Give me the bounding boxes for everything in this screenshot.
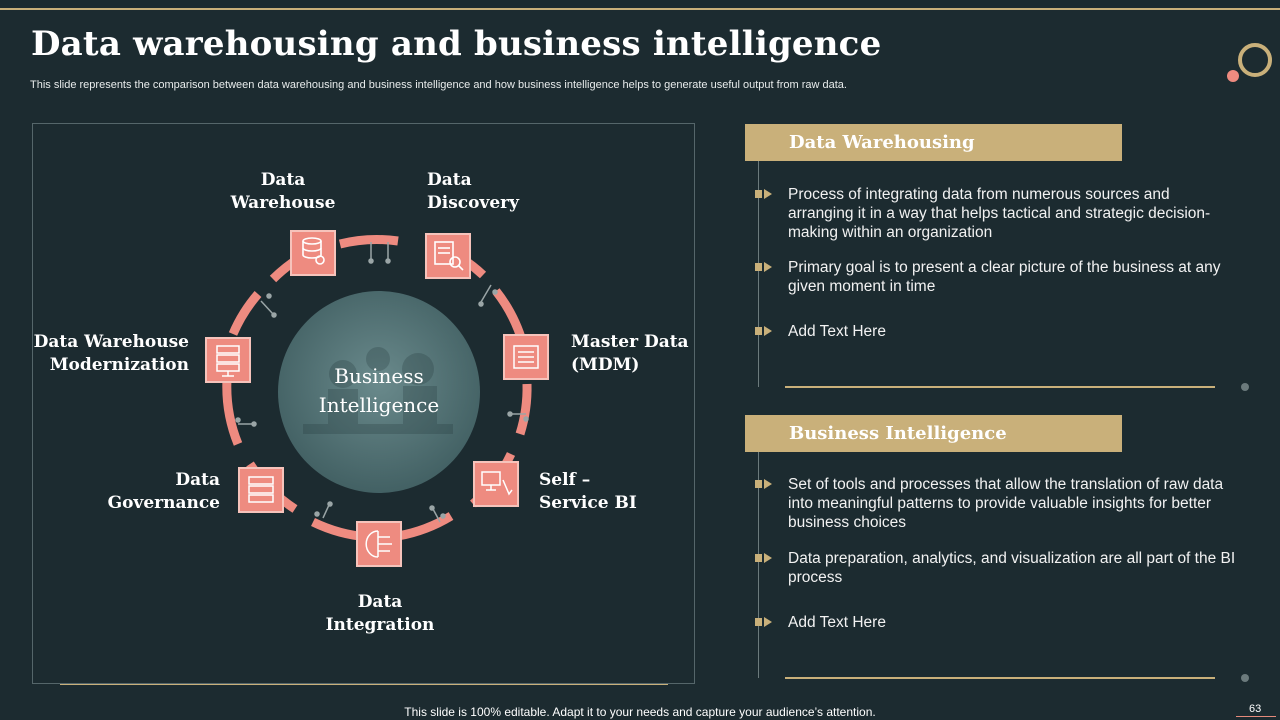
section-end-dot [1241,383,1249,391]
node-label-self-service: Self –Service BI [539,470,637,513]
node-square-data-discovery [425,233,471,279]
bullet-text: Data preparation, analytics, and visuali… [788,550,1236,586]
bullet-arrow-icon [755,617,772,627]
slide-title: Data warehousing and business intelligen… [31,24,882,64]
page-number: 63 [1249,703,1262,715]
node-square-dw-modernization [205,337,251,383]
bullet-arrow-icon [755,553,772,563]
section-underline [785,386,1215,388]
top-rule [0,8,1280,10]
slide-subtitle: This slide represents the comparison bet… [30,79,847,91]
section-header-data-warehousing: Data Warehousing [745,124,1122,161]
bottom-rule [60,684,668,685]
bullet-text: Add Text Here [788,323,886,340]
node-label-master-data: Master Data(MDM) [571,332,689,375]
bullet-arrow-icon [755,479,772,489]
bullet-text: Process of integrating data from numerou… [788,186,1211,241]
section-end-dot [1241,674,1249,682]
node-square-data-integration [356,521,402,567]
bullet-arrow-icon [755,326,772,336]
node-square-data-governance [238,467,284,513]
page-number-underline [1236,716,1276,717]
bullet-text: Set of tools and processes that allow th… [788,476,1224,531]
center-photo-texture [303,347,453,434]
bullet-text: Add Text Here [788,614,886,631]
center-label-line1: Business [334,364,424,388]
decorative-rings-icon [1227,43,1272,82]
center-label-line2: Intelligence [318,393,440,417]
slide-footer: This slide is 100% editable. Adapt it to… [404,705,876,719]
bullet-arrow-icon [755,262,772,272]
section-divider [758,161,759,387]
bullet-arrow-icon [755,189,772,199]
section-underline [785,677,1215,679]
node-square-master-data [503,334,549,380]
node-square-self-service [473,461,519,507]
center-label: Business Intelligence [289,362,469,420]
node-square-data-warehouse [290,230,336,276]
bi-cycle-diagram [205,230,549,567]
center-circle [278,291,480,493]
bullet-text: Primary goal is to present a clear pictu… [788,259,1221,295]
section-header-business-intelligence: Business Intelligence [745,415,1122,452]
section-divider [758,452,759,678]
ring-connectors [235,242,529,523]
